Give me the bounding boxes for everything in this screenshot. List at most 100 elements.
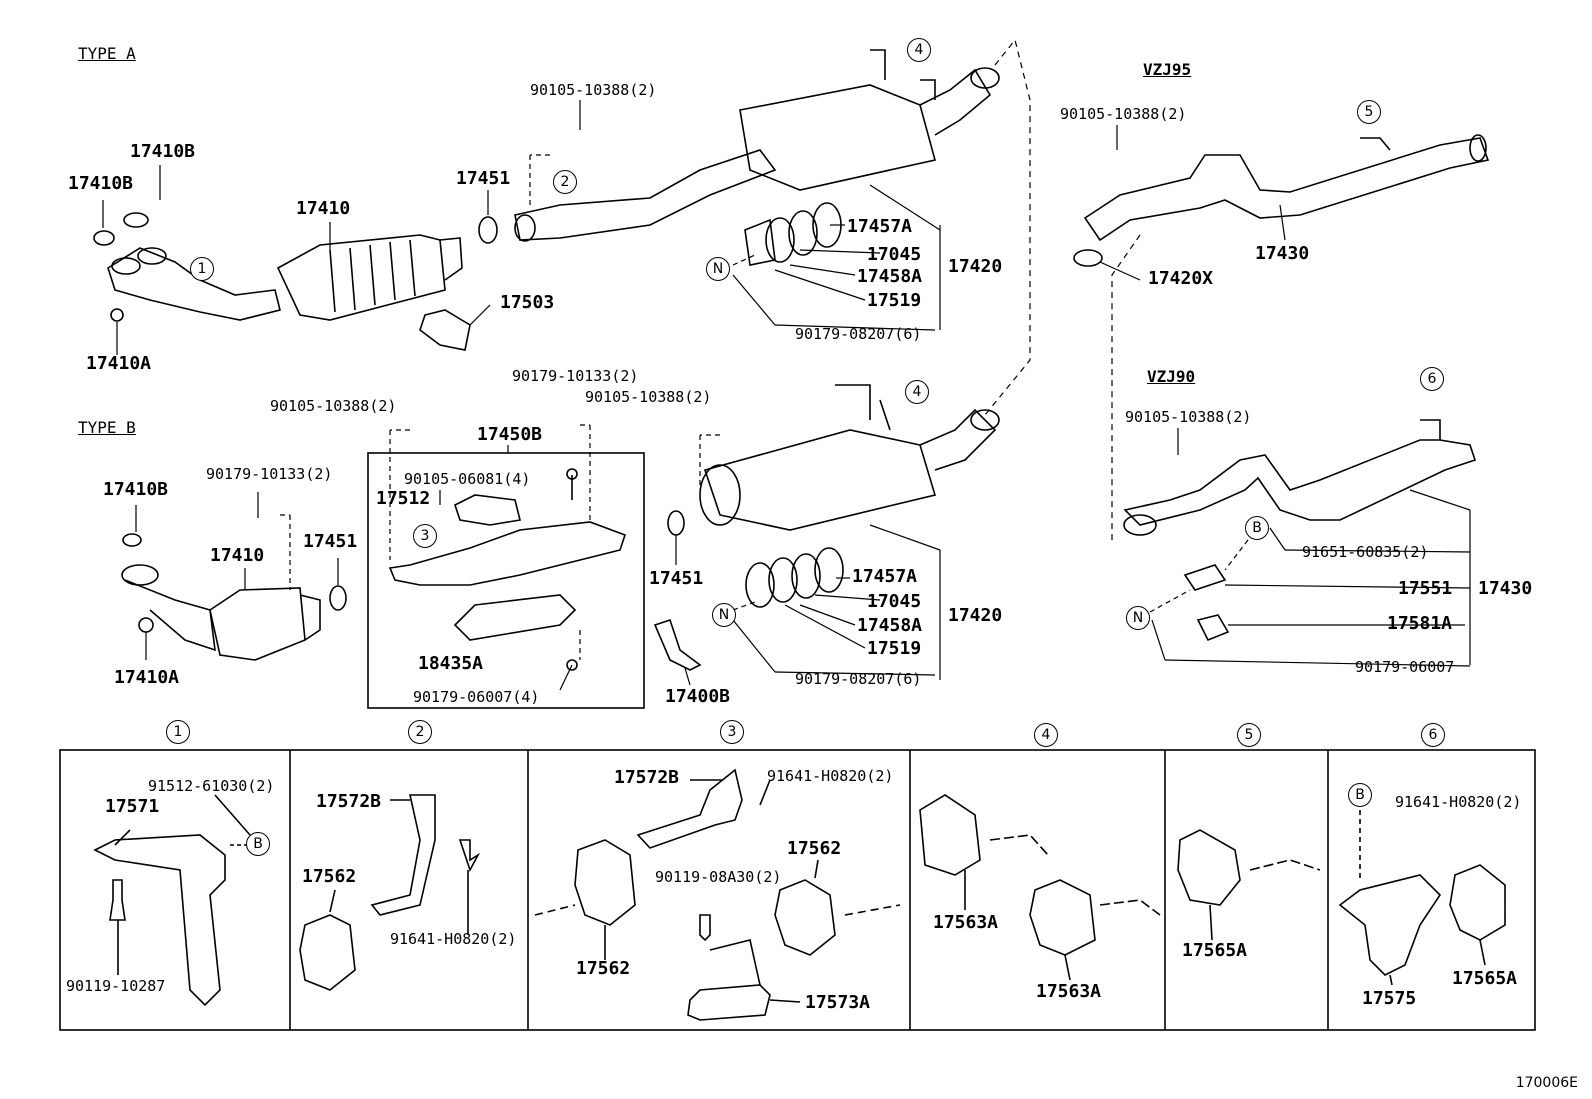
callout-b-p1: B — [246, 832, 270, 856]
label-17450b: 17450B — [477, 424, 543, 445]
panel-2-number: 2 — [408, 720, 432, 744]
panel-5-number: 5 — [1237, 723, 1261, 747]
tail-pipe-type-a — [514, 149, 777, 242]
panel-6-number: 6 — [1421, 723, 1445, 747]
label-17410a-b: 17410A — [114, 667, 180, 688]
label-91651: 91651-60835(2) — [1302, 543, 1429, 561]
header-type-a: TYPE A — [78, 44, 136, 63]
label-17410: 17410 — [296, 198, 351, 219]
front-pipe-type-b — [121, 533, 216, 652]
label-p6-17565a: 17565A — [1452, 968, 1518, 989]
muffler-type-a — [739, 49, 1000, 191]
label-17430-vzj90: 17430 — [1478, 578, 1533, 599]
bracket-17400b — [653, 618, 702, 671]
header-type-b: TYPE B — [78, 418, 136, 437]
callout-b-p6: B — [1348, 783, 1372, 807]
label-bolt-vzj90: 90105-10388(2) — [1125, 408, 1252, 426]
label-nut2-b: 90179-10133(2) — [512, 367, 639, 385]
label-17410b-b: 17410B — [103, 479, 169, 500]
label-p5-17565a: 17565A — [1182, 940, 1248, 961]
label-p3-bolt2: 90119-08A30(2) — [655, 868, 782, 886]
panel-1-number: 1 — [166, 720, 190, 744]
callout-n-a: N — [706, 257, 730, 281]
label-17512: 17512 — [376, 488, 431, 509]
callout-4-b: 4 — [905, 380, 929, 404]
panel3-parts — [534, 768, 901, 1021]
label-p3-17562-l: 17562 — [576, 958, 631, 979]
label-p6-17575: 17575 — [1362, 988, 1417, 1009]
panel-4-number: 4 — [1034, 723, 1058, 747]
dashed-vzj90 — [1149, 539, 1249, 613]
header-vzj95: VZJ95 — [1143, 60, 1192, 79]
label-p6-bolt: 91641-H0820(2) — [1395, 793, 1522, 811]
mounting-set-type-a — [744, 202, 842, 266]
callout-2-a: 2 — [553, 170, 577, 194]
label-17420-b: 17420 — [948, 605, 1003, 626]
label-bolt-vzj95: 90105-10388(2) — [1060, 105, 1187, 123]
label-17503: 17503 — [500, 292, 555, 313]
label-17400b: 17400B — [665, 686, 731, 707]
label-17410b-2: 17410B — [68, 173, 134, 194]
panels-frame — [59, 749, 1536, 1031]
hanger-17503 — [419, 309, 471, 351]
label-p2-17562: 17562 — [302, 866, 357, 887]
panel4-parts — [919, 794, 1161, 981]
gasket-17451-b — [329, 585, 347, 611]
leader-lines-type-a — [102, 100, 941, 355]
label-17410a: 17410A — [86, 353, 152, 374]
label-bolt1-b: 90105-10388(2) — [270, 397, 397, 415]
label-17410b-1: 17410B — [130, 141, 196, 162]
label-17581a: 17581A — [1387, 613, 1453, 634]
callout-1-a: 1 — [190, 257, 214, 281]
box-17450b — [367, 452, 645, 709]
header-vzj90: VZJ90 — [1147, 367, 1196, 386]
label-17045-a: 17045 — [867, 244, 922, 265]
label-18435a: 18435A — [418, 653, 484, 674]
callout-5-a: 5 — [1357, 100, 1381, 124]
front-pipe-type-a — [93, 212, 281, 322]
diagram-code: 170006E — [1515, 1075, 1578, 1091]
callout-3-b: 3 — [413, 524, 437, 548]
label-p4-17563a-r: 17563A — [1036, 981, 1102, 1002]
label-p2-17572b: 17572B — [316, 791, 382, 812]
label-17451-a: 17451 — [456, 168, 511, 189]
callout-n-b: N — [712, 603, 736, 627]
gasket-17451-c — [667, 510, 685, 536]
panel5-parts — [1177, 829, 1321, 941]
callout-4-a: 4 — [907, 38, 931, 62]
leader-lines-type-b — [135, 445, 941, 691]
label-p1-bolt: 90119-10287 — [66, 977, 166, 995]
label-nut3-b: 90179-06007(4) — [413, 688, 540, 706]
label-90179-vzj90: 90179-06007 — [1355, 658, 1455, 676]
dashed-type-b — [280, 424, 756, 660]
label-bolt2-a: 90179-08207(6) — [795, 325, 922, 343]
tail-pipe-vzj90 — [1123, 419, 1477, 642]
panel-3-number: 3 — [720, 720, 744, 744]
label-p4-17563a-l: 17563A — [933, 912, 999, 933]
label-17457a-a: 17457A — [847, 216, 913, 237]
label-17451-c: 17451 — [649, 568, 704, 589]
panel1-parts — [93, 794, 251, 1007]
label-nut1-b: 90179-10133(2) — [206, 465, 333, 483]
panel2-parts — [299, 794, 481, 991]
label-17045-b: 17045 — [867, 591, 922, 612]
label-p3-17562-r: 17562 — [787, 838, 842, 859]
label-p2-bolt: 91641-H0820(2) — [390, 930, 517, 948]
label-p3-17573a: 17573A — [805, 992, 871, 1013]
panel6-parts — [1338, 810, 1506, 986]
callout-b-c: B — [1245, 516, 1269, 540]
label-17420-a: 17420 — [948, 256, 1003, 277]
label-bolt2-b: 90105-10388(2) — [585, 388, 712, 406]
label-17420x: 17420X — [1148, 268, 1214, 289]
label-17551: 17551 — [1398, 578, 1453, 599]
callout-n-c: N — [1126, 606, 1150, 630]
leader-lines-vzj95 — [1099, 125, 1286, 281]
label-17430-vzj95: 17430 — [1255, 243, 1310, 264]
catalytic-converter-type-b — [209, 587, 321, 661]
label-17451-b: 17451 — [303, 531, 358, 552]
label-p3-17572b: 17572B — [614, 767, 680, 788]
label-17458a-b: 17458A — [857, 615, 923, 636]
label-p3-bolt: 91641-H0820(2) — [767, 767, 894, 785]
label-p1-bolt-b: 91512-61030(2) — [148, 777, 275, 795]
